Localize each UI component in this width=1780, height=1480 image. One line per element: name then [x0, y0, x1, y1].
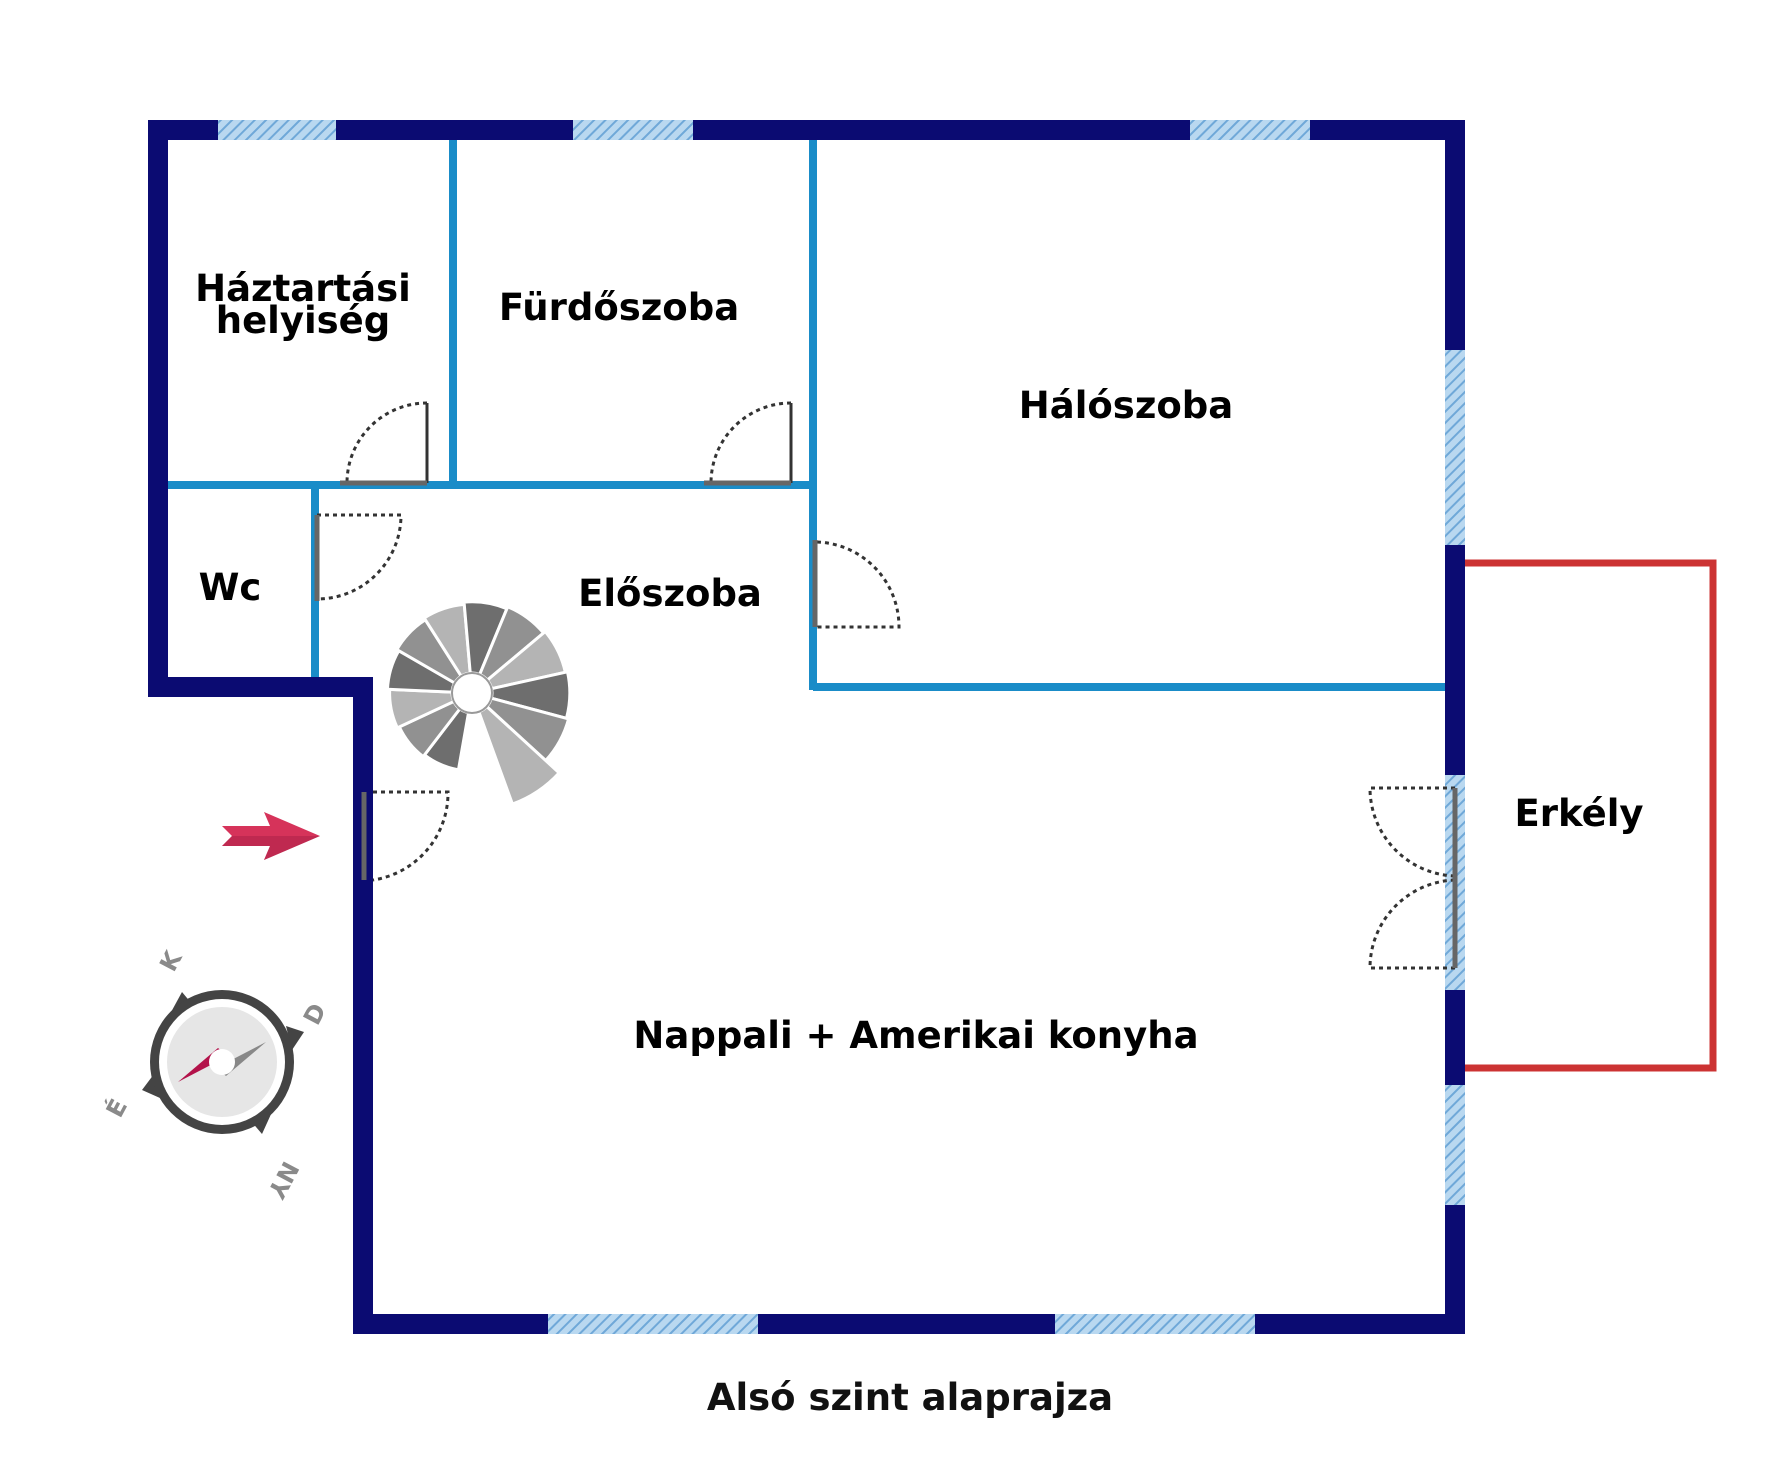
window	[218, 120, 336, 140]
window	[548, 1314, 758, 1334]
compass-north-label: K	[154, 945, 188, 976]
compass-west-label: É	[100, 1094, 133, 1122]
room-label-wc: Wc	[199, 566, 262, 609]
room-label-eloszoba: Előszoba	[578, 572, 762, 615]
room-label-furdoszoba: Fürdőszoba	[499, 286, 739, 329]
doors	[316, 401, 1456, 970]
room-label-erkely: Erkély	[1514, 792, 1643, 835]
balcony-outline	[1465, 559, 1717, 1072]
window	[1445, 350, 1465, 545]
window	[573, 120, 693, 140]
interior-walls	[168, 140, 1445, 691]
compass-south-label: NY	[262, 1157, 305, 1204]
windows	[218, 120, 1465, 1334]
room-label-haztartasi: Háztartási	[195, 267, 411, 310]
compass-east-label: D	[298, 999, 332, 1030]
room-label-nappali: Nappali + Amerikai konyha	[633, 1014, 1198, 1057]
room-label-haztartasi-line2: helyiség	[216, 299, 391, 342]
room-label-haloszoba: Hálószoba	[1019, 384, 1233, 427]
stair-core	[451, 672, 493, 714]
window	[1445, 1085, 1465, 1205]
window	[1190, 120, 1310, 140]
plan-title: Alsó szint alaprajza	[707, 1376, 1113, 1419]
door-leaves	[314, 480, 1458, 968]
spiral-staircase-icon	[385, 600, 572, 806]
entrance-arrow-icon	[222, 812, 320, 860]
compass-icon	[142, 990, 304, 1134]
window	[1055, 1314, 1255, 1334]
